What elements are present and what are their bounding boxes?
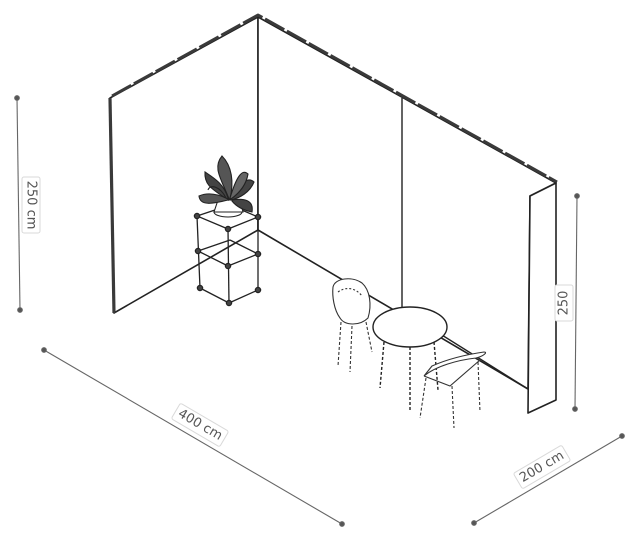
left-wall-edge [108, 97, 116, 314]
dimension-lines [14, 95, 625, 527]
height-right-line [574, 195, 578, 410]
label-width: 400 cm [171, 403, 229, 447]
label-height-right: 250 [554, 284, 574, 322]
shelf-unit [193, 155, 262, 307]
height-left-line [16, 97, 21, 311]
height-right-text: 250 [557, 291, 572, 316]
left-wall [109, 16, 259, 314]
booth-walls [108, 13, 558, 414]
chair-front [419, 351, 487, 429]
width-line [43, 349, 343, 525]
label-height-left: 250 cm [21, 176, 41, 234]
height-left-text: 250 cm [24, 181, 39, 230]
depth-line [473, 435, 623, 524]
table-icon [372, 306, 448, 410]
chair-icon [419, 351, 487, 429]
back-wall-top [111, 13, 558, 184]
right-wall [527, 182, 557, 414]
plant-icon [198, 155, 255, 218]
label-depth: 200 cm [513, 445, 571, 489]
